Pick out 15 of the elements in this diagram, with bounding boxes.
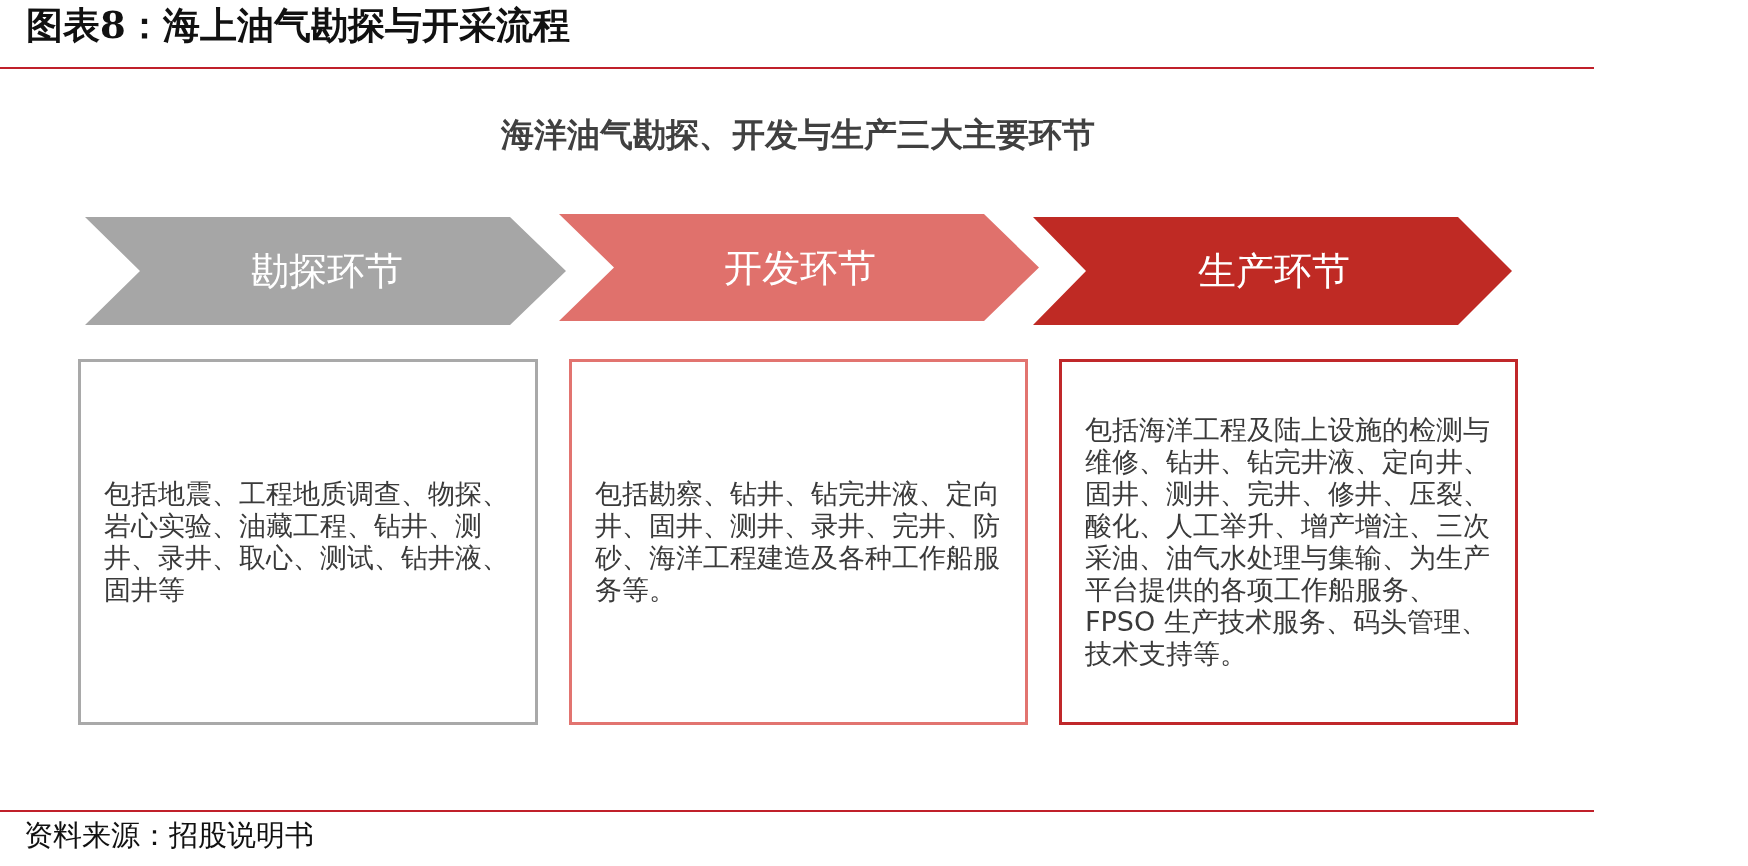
step-label: 开发环节 xyxy=(724,246,876,289)
description-box xyxy=(569,359,1028,725)
process-step xyxy=(559,214,1039,321)
description-text: 包括勘察、钻井、钻完井液、定向井、固井、测井、录井、完井、防砂、海洋工程建造及各种工作船服务等。 xyxy=(595,478,1001,606)
process-step xyxy=(85,217,566,325)
step-label: 生产环节 xyxy=(1197,250,1350,292)
description-text: 包括地震、工程地质调查、物探、岩心实验、油藏工程、钻井、测井、录井、取心、测试、钻井液、固井等 xyxy=(104,478,510,606)
description-box xyxy=(1059,359,1518,725)
description-text: 包括海洋工程及陆上设施的检测与维修、钻井、钻完井液、定向井、固井、测井、完井、修井、压裂、酸化、人工举升、增产增注、三次采油、油气水处理与集输、为生产平台提供的各项工作船服务、FPSO 生产技术服务、码头管理、技术支持等。 xyxy=(1085,414,1491,670)
process-step xyxy=(1033,217,1512,325)
source-note: 资料来源：招股说明书 xyxy=(24,819,314,851)
step-label: 勘探环节 xyxy=(250,250,403,292)
description-box xyxy=(78,359,538,725)
figure-title: 图表8：海上油气勘探与开采流程 xyxy=(26,6,570,44)
subtitle: 海洋油气勘探、开发与生产三大主要环节 xyxy=(501,115,1095,153)
